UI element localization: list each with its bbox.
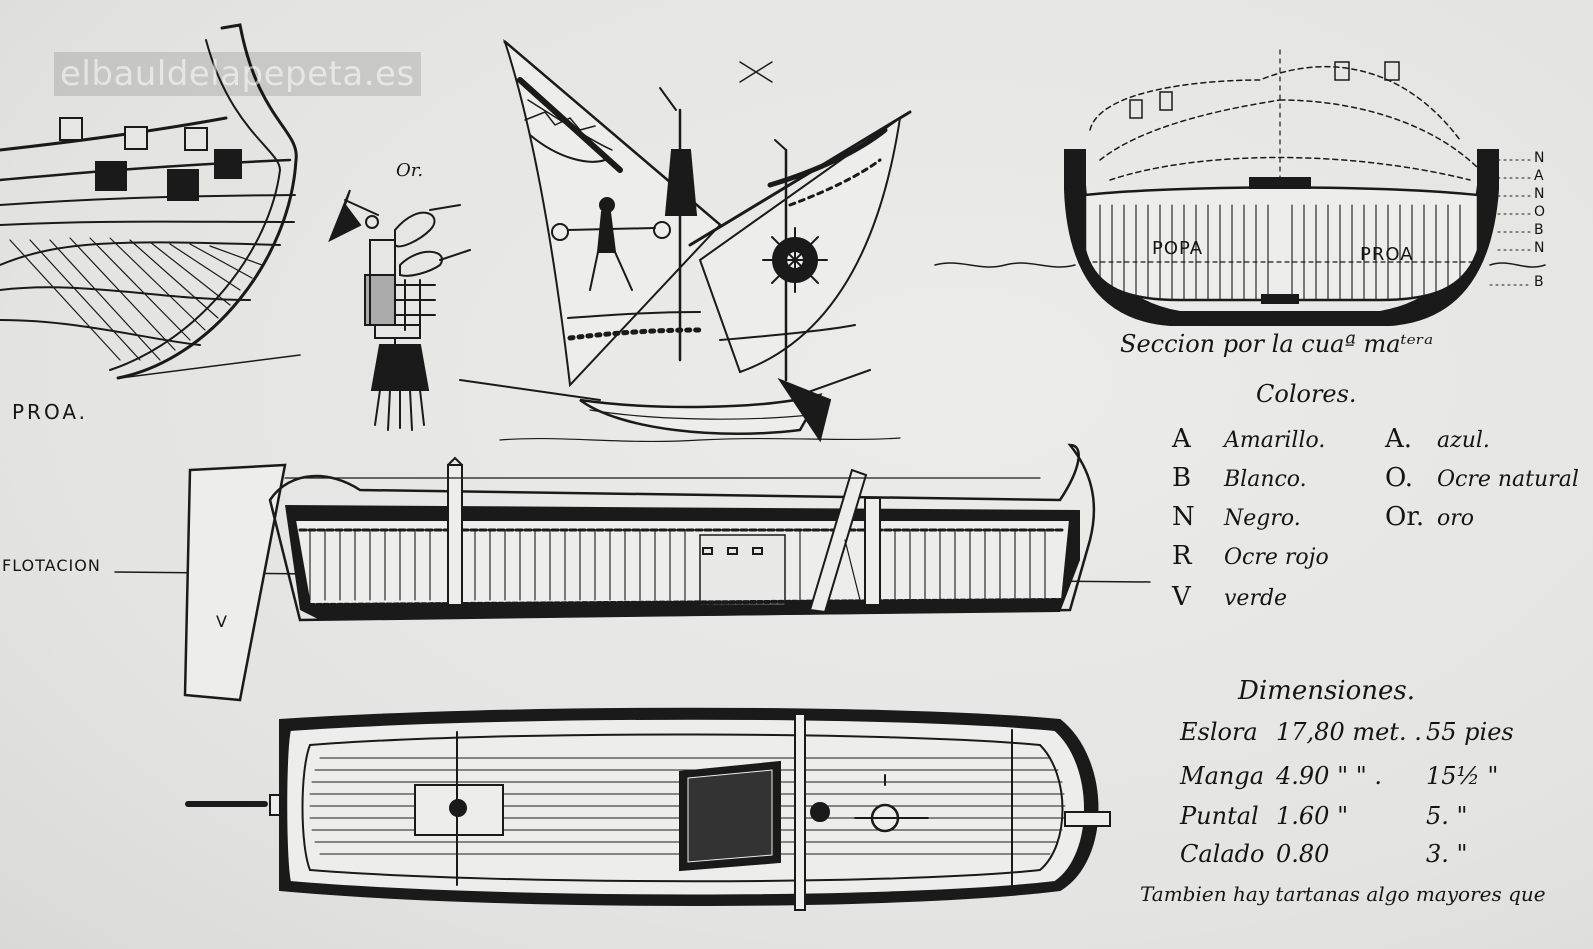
dimension-row: Eslora 17,80 met. .55 pies <box>1180 718 1514 746</box>
legend-item: A. azul. <box>1385 424 1490 454</box>
legend-name: verde <box>1224 586 1288 611</box>
legend-code: N <box>1172 502 1195 532</box>
sailing-ship-drawing <box>459 38 912 443</box>
dimension-row: Manga 4.90 " " . 15½ " <box>1180 762 1498 790</box>
watermark-text: elbauldelapepeta.es <box>54 52 421 96</box>
section-caption: Seccion por la cuaª maᵗᵉʳᵃ <box>1120 330 1434 358</box>
legend-name: Ocre rojo <box>1224 545 1329 570</box>
legend-code: B <box>1172 463 1192 493</box>
dimension-feet: 5. " <box>1426 802 1468 830</box>
legend-name: Amarillo. <box>1224 428 1326 453</box>
legend-code: A <box>1172 424 1191 454</box>
proa-detail-label: PROA. <box>12 400 89 424</box>
legend-item: R Ocre rojo <box>1172 541 1329 571</box>
dimension-metric: 4.90 " " . <box>1276 762 1383 790</box>
oro-mark-label: Or. <box>396 160 424 181</box>
section-letter: B <box>1534 222 1544 238</box>
dimension-name: Puntal <box>1180 802 1259 830</box>
bow-detail-drawing <box>0 23 301 380</box>
dimension-feet: 3. " <box>1426 840 1468 868</box>
legend-item: Or. oro <box>1385 502 1474 532</box>
dimension-metric: 1.60 " <box>1276 802 1349 830</box>
section-letter: O <box>1534 204 1546 220</box>
popa-section-label: POPA <box>1152 238 1204 259</box>
dimension-name: Manga <box>1180 762 1265 790</box>
legend-code: O. <box>1385 463 1414 493</box>
legend-name: azul. <box>1437 428 1490 453</box>
legend-code: A. <box>1385 424 1413 454</box>
colores-title: Colores. <box>1256 380 1357 408</box>
vane-ornament-drawing <box>328 189 471 431</box>
legend-name: Negro. <box>1224 506 1301 531</box>
legend-item: A Amarillo. <box>1172 424 1325 454</box>
profile-view-drawing <box>114 443 1151 702</box>
section-letter: B <box>1534 274 1544 290</box>
dimension-row: Puntal 1.60 " 5. " <box>1180 802 1468 830</box>
section-letter: N <box>1534 186 1545 202</box>
legend-item: N Negro. <box>1172 502 1301 532</box>
legend-name: Blanco. <box>1224 467 1307 492</box>
section-letter: N <box>1534 240 1545 256</box>
dimension-metric: 17,80 met. . <box>1276 718 1422 746</box>
legend-name: Ocre natural <box>1437 467 1579 492</box>
legend-code: Or. <box>1385 502 1425 532</box>
cross-section-drawing <box>934 49 1546 326</box>
dimensiones-title: Dimensiones. <box>1238 676 1415 706</box>
dimension-name: Calado <box>1180 840 1265 868</box>
legend-name: oro <box>1437 506 1475 531</box>
legend-code: V <box>1172 582 1191 612</box>
rudder-color-label: V <box>216 612 230 631</box>
plan-view-drawing <box>185 707 1111 911</box>
dimension-feet: 15½ " <box>1426 762 1499 790</box>
section-letter: N <box>1534 150 1545 166</box>
flotacion-label: FLOTACION <box>2 556 101 575</box>
dimension-name: Eslora <box>1180 718 1258 746</box>
legend-code: R <box>1172 541 1192 571</box>
legend-item: O. Ocre natural <box>1385 463 1579 493</box>
legend-item: B Blanco. <box>1172 463 1307 493</box>
dimension-feet: 55 pies <box>1426 718 1514 746</box>
proa-section-label: PROA <box>1360 244 1414 265</box>
dimension-row: Calado 0.80 3. " <box>1180 840 1468 868</box>
dimension-metric: 0.80 <box>1276 840 1330 868</box>
dimensiones-note: Tambien hay tartanas algo mayores que <box>1140 882 1546 906</box>
section-letter: A <box>1534 168 1544 184</box>
